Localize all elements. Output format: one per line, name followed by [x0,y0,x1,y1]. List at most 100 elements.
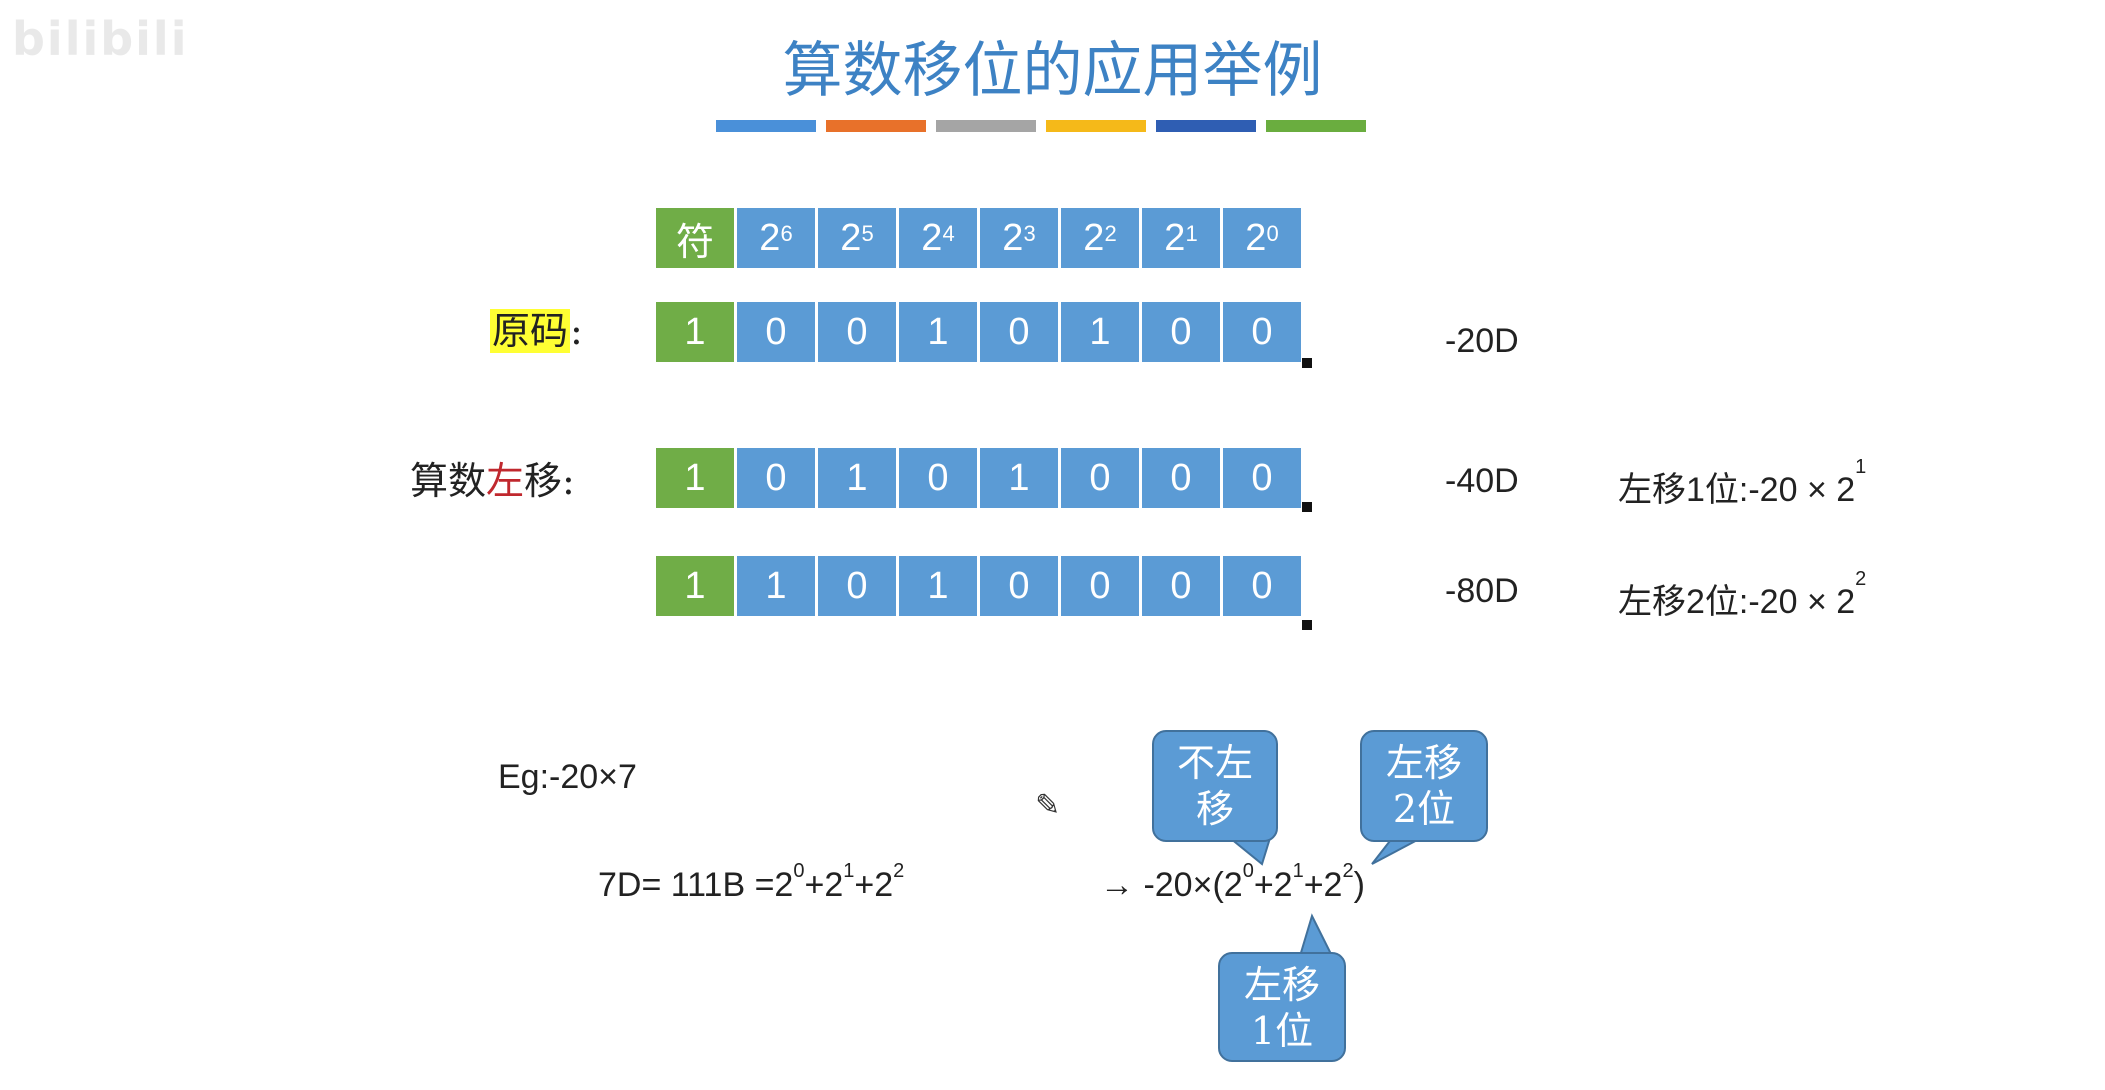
callout-line: 移 [1195,787,1234,831]
callout-shift-two: 左移 2位 [1360,730,1488,842]
expansion-text: 7D= 111B =2 [598,866,794,904]
exp: 2 [893,860,905,882]
bit-cell: 1 [1061,302,1142,362]
callout-line: 2位 [1392,787,1456,831]
watermark-logo: bilibili [12,12,189,66]
binary-point [1302,620,1312,630]
stripe-3 [936,120,1036,132]
bit-cell: 1 [899,556,980,616]
exp: 0 [1242,860,1254,882]
header-exp: 3 [1023,221,1036,246]
header-exp: 1 [1185,221,1198,246]
label-prefix: 算数 [410,459,487,503]
stripe-4 [1046,120,1146,132]
shift-one-decimal-value: -40D [1445,462,1519,500]
bit-cell: 0 [1142,556,1223,616]
pencil-cursor-icon: ✎ [1035,788,1061,823]
note-exp: 1 [1855,456,1867,478]
label-suffix: 移 [524,459,563,503]
shift-one-bits: 1 0 1 0 1 0 0 0 [656,448,1301,508]
original-code-bits: 1 0 0 1 0 1 0 0 [656,302,1301,362]
header-base: 2 [1164,216,1186,259]
seven-binary-expansion: 7D= 111B =20+21+22 [598,860,904,905]
callout-line: 不左 [1176,741,1253,785]
stripe-5 [1156,120,1256,132]
shift-two-decimal-value: -80D [1445,572,1519,610]
bit-cell: 1 [737,556,818,616]
label-colon: : [570,309,583,353]
header-exp: 2 [1104,221,1117,246]
binary-point [1302,502,1312,512]
example-expression: Eg:-20×7 [498,758,637,796]
label-colon: : [562,459,575,503]
bit-cell: 1 [899,302,980,362]
bit-cell: 0 [1223,302,1301,362]
plus-term: +2 [1303,866,1343,904]
stripe-2 [826,120,926,132]
header-base: 2 [921,216,943,259]
exp: 2 [1342,860,1354,882]
shift-one-note: 左移1位:-20 × 21 [1618,456,1866,511]
header-exp: 0 [1266,221,1279,246]
sign-bit: 1 [656,448,737,508]
bit-cell: 1 [980,448,1061,508]
callout-line: 1位 [1250,1009,1314,1053]
expression-text: → -20×(2 [1100,866,1243,904]
title-underline-stripes [716,120,1366,132]
note-text: 左移2位:-20 × 2 [1618,583,1856,621]
sign-bit: 1 [656,556,737,616]
bit-cell: 0 [737,302,818,362]
sign-bit: 1 [656,302,737,362]
binary-point [1302,358,1312,368]
original-code-label-text: 原码 [490,309,571,353]
header-cell-sign: 符 [656,208,737,268]
bit-cell: 0 [1142,302,1223,362]
stripe-1 [716,120,816,132]
bit-cell: 0 [1061,448,1142,508]
bit-cell: 0 [980,556,1061,616]
arithmetic-left-shift-label: 算数左移: [410,450,575,505]
bit-cell: 0 [818,556,899,616]
bit-cell: 0 [1142,448,1223,508]
bit-cell: 0 [737,448,818,508]
shift-two-note: 左移2位:-20 × 22 [1618,568,1866,623]
note-exp: 2 [1855,568,1867,590]
page-title: 算数移位的应用举例 [782,36,1323,106]
original-code-label: 原码: [490,300,583,355]
callout-line: 左移 [1385,741,1462,785]
bit-cell: 0 [1223,448,1301,508]
callout-shift-one: 左移 1位 [1218,952,1346,1062]
header-base: 2 [1083,216,1105,259]
exp: 0 [793,860,805,882]
bit-cell: 1 [818,448,899,508]
bit-cell: 0 [1061,556,1142,616]
original-decimal-value: -20D [1445,322,1519,360]
close-paren: ) [1353,866,1365,904]
plus-term: +2 [854,866,894,904]
shift-two-bits: 1 1 0 1 0 0 0 0 [656,556,1301,616]
callout-line: 左移 [1243,963,1320,1007]
exp: 1 [1292,860,1304,882]
header-exp: 6 [780,221,793,246]
header-base: 2 [840,216,862,259]
plus-term: +2 [1253,866,1293,904]
label-highlight: 左 [486,459,525,503]
header-sign-text: 符 [675,219,714,264]
shift-one-pointer [1298,913,1334,957]
header-exp: 4 [942,221,955,246]
plus-term: +2 [804,866,844,904]
header-base: 2 [1245,216,1267,259]
callout-no-shift: 不左 移 [1152,730,1278,842]
exp: 1 [843,860,855,882]
bit-cell: 0 [818,302,899,362]
bit-cell: 0 [899,448,980,508]
stripe-6 [1266,120,1366,132]
